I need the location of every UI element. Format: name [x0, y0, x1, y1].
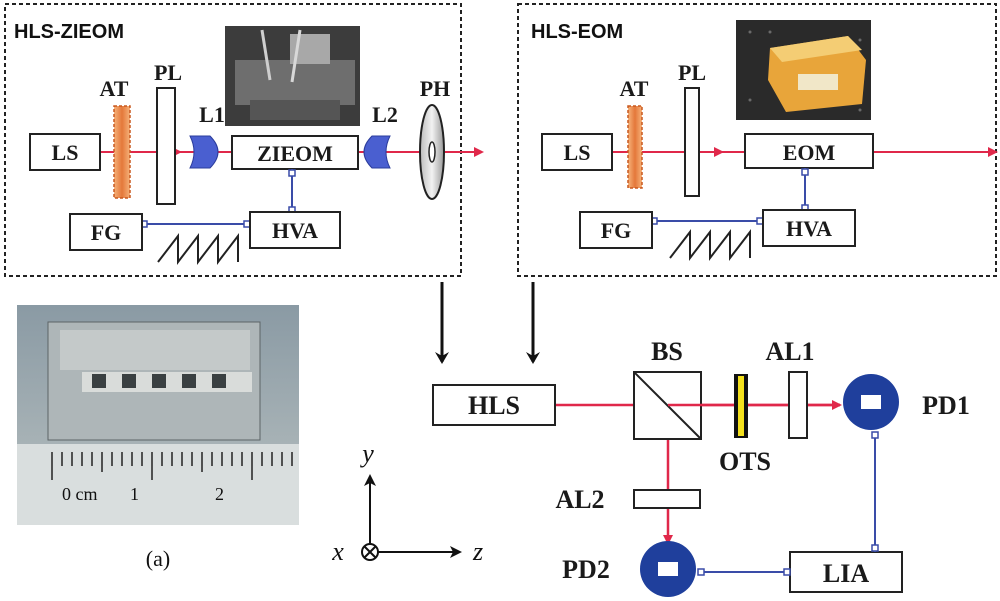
hva-label: HVA	[786, 216, 832, 241]
laser-source-box	[29, 133, 101, 171]
eom-photo	[736, 20, 871, 120]
measurement-setup: HLS BS OTS AL1 PD1 AL2 PD2 LIA	[432, 337, 970, 597]
analyzer-al1-label: AL1	[765, 337, 814, 366]
beam-splitter-label: BS	[651, 337, 683, 366]
panel-border	[517, 3, 997, 277]
function-generator-box	[579, 211, 653, 249]
panel-hls-zieom: HLS-ZIEOM LS AT PL L1 ZIEOM L2	[4, 3, 484, 277]
ruler-label-2: 2	[215, 484, 224, 504]
panel-border	[4, 3, 462, 277]
hva-box	[762, 209, 856, 247]
polarizer-label: PL	[154, 60, 182, 85]
laser-source-label: LS	[52, 140, 79, 165]
analyzer-al2-label: AL2	[555, 485, 604, 514]
sawtooth-waveform-icon	[157, 233, 239, 265]
function-generator-label: FG	[91, 220, 122, 245]
function-generator-label: FG	[601, 218, 632, 243]
zieom-photo	[225, 26, 360, 126]
coordinate-axes: y x z	[331, 439, 483, 566]
zieom-label: ZIEOM	[257, 141, 333, 166]
hls-label: HLS	[468, 391, 520, 420]
ruler-label-0: 0 cm	[62, 484, 98, 504]
lock-in-amplifier-box	[789, 551, 903, 593]
ruler-label-1: 1	[130, 484, 139, 504]
hva-box	[249, 211, 341, 249]
lens-l1-icon	[189, 135, 219, 169]
attenuator-icon	[627, 105, 643, 189]
x-axis-label: x	[331, 537, 344, 566]
photodetector-pd1-label: PD1	[922, 391, 970, 420]
eom-label: EOM	[783, 140, 836, 165]
polarizer-label: PL	[678, 60, 706, 85]
z-axis-label: z	[472, 537, 483, 566]
eom-box	[744, 133, 874, 169]
lens-l1-label: L1	[199, 102, 225, 127]
ruler-ticks	[51, 452, 293, 480]
photodetector-pd2-label: PD2	[562, 555, 610, 584]
function-generator-box	[69, 213, 143, 251]
panel-title: HLS-EOM	[531, 21, 623, 43]
hva-label: HVA	[272, 218, 318, 243]
attenuator-label: AT	[620, 76, 649, 101]
zieom-box	[231, 135, 359, 170]
panel-hls-eom: HLS-EOM LS AT PL EOM	[517, 3, 998, 277]
analyzer-al1-plate	[788, 371, 808, 439]
y-axis-label: y	[359, 439, 374, 468]
polarizer-plate	[684, 87, 700, 197]
hls-box	[432, 384, 556, 426]
panel-title: HLS-ZIEOM	[14, 21, 124, 43]
photo-caption: (a)	[146, 546, 170, 571]
polarizer-plate	[156, 87, 176, 205]
sample-photo: 0 cm 1 2	[17, 305, 299, 525]
attenuator-icon	[113, 105, 131, 199]
lock-in-amplifier-label: LIA	[823, 559, 869, 588]
ots-label: OTS	[719, 447, 771, 476]
lens-l2-label: L2	[372, 102, 398, 127]
attenuator-label: AT	[100, 76, 129, 101]
analyzer-al2-plate	[633, 489, 701, 509]
laser-source-box	[541, 133, 613, 171]
laser-source-label: LS	[564, 140, 591, 165]
pinhole-label: PH	[420, 76, 451, 101]
lens-l2-icon	[363, 135, 391, 169]
sawtooth-waveform-icon	[669, 229, 751, 261]
